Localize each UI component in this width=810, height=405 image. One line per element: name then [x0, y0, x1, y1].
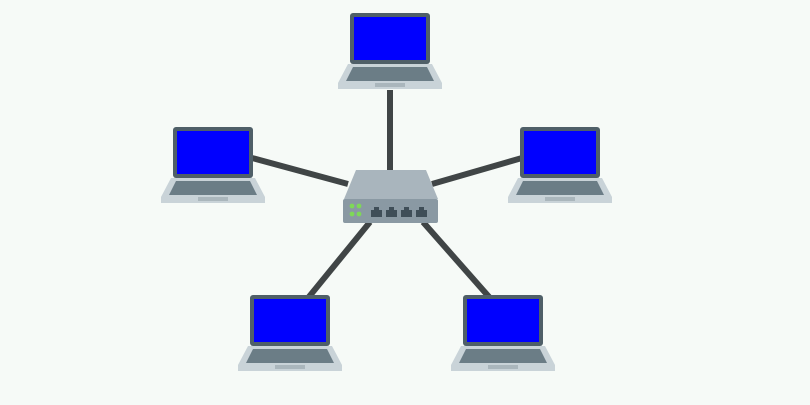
laptop-bottom-left	[238, 295, 342, 371]
laptops	[161, 13, 612, 371]
cable-right	[431, 155, 523, 187]
laptop-right	[508, 127, 612, 203]
laptop-keyboard	[246, 349, 334, 363]
ethernet-port-icon	[371, 207, 382, 217]
cable-bottom-left	[305, 220, 373, 300]
network-switch	[343, 170, 438, 223]
cable-left	[251, 155, 349, 187]
laptop-keyboard	[346, 67, 434, 81]
laptop-trackpad	[275, 365, 305, 369]
laptop-bottom-right	[451, 295, 555, 371]
laptop-keyboard	[516, 181, 604, 195]
ethernet-port-icon	[401, 207, 412, 217]
laptop-screen	[354, 17, 426, 60]
laptop-trackpad	[545, 197, 575, 201]
ethernet-port-icon	[416, 207, 427, 217]
cable-bottom-right	[420, 220, 493, 300]
status-led	[356, 211, 362, 217]
laptop-screen	[467, 299, 539, 342]
status-led	[356, 203, 362, 209]
laptop-trackpad	[488, 365, 518, 369]
switch-top	[344, 170, 438, 199]
laptop-trackpad	[375, 83, 405, 87]
status-led	[349, 203, 355, 209]
laptop-keyboard	[459, 349, 547, 363]
laptop-left	[161, 127, 265, 203]
cables	[251, 90, 523, 300]
laptop-trackpad	[198, 197, 228, 201]
laptop-keyboard	[169, 181, 257, 195]
laptop-top	[338, 13, 442, 89]
ethernet-port-icon	[386, 207, 397, 217]
laptop-screen	[524, 131, 596, 174]
laptop-screen	[254, 299, 326, 342]
status-led	[349, 211, 355, 217]
laptop-screen	[177, 131, 249, 174]
